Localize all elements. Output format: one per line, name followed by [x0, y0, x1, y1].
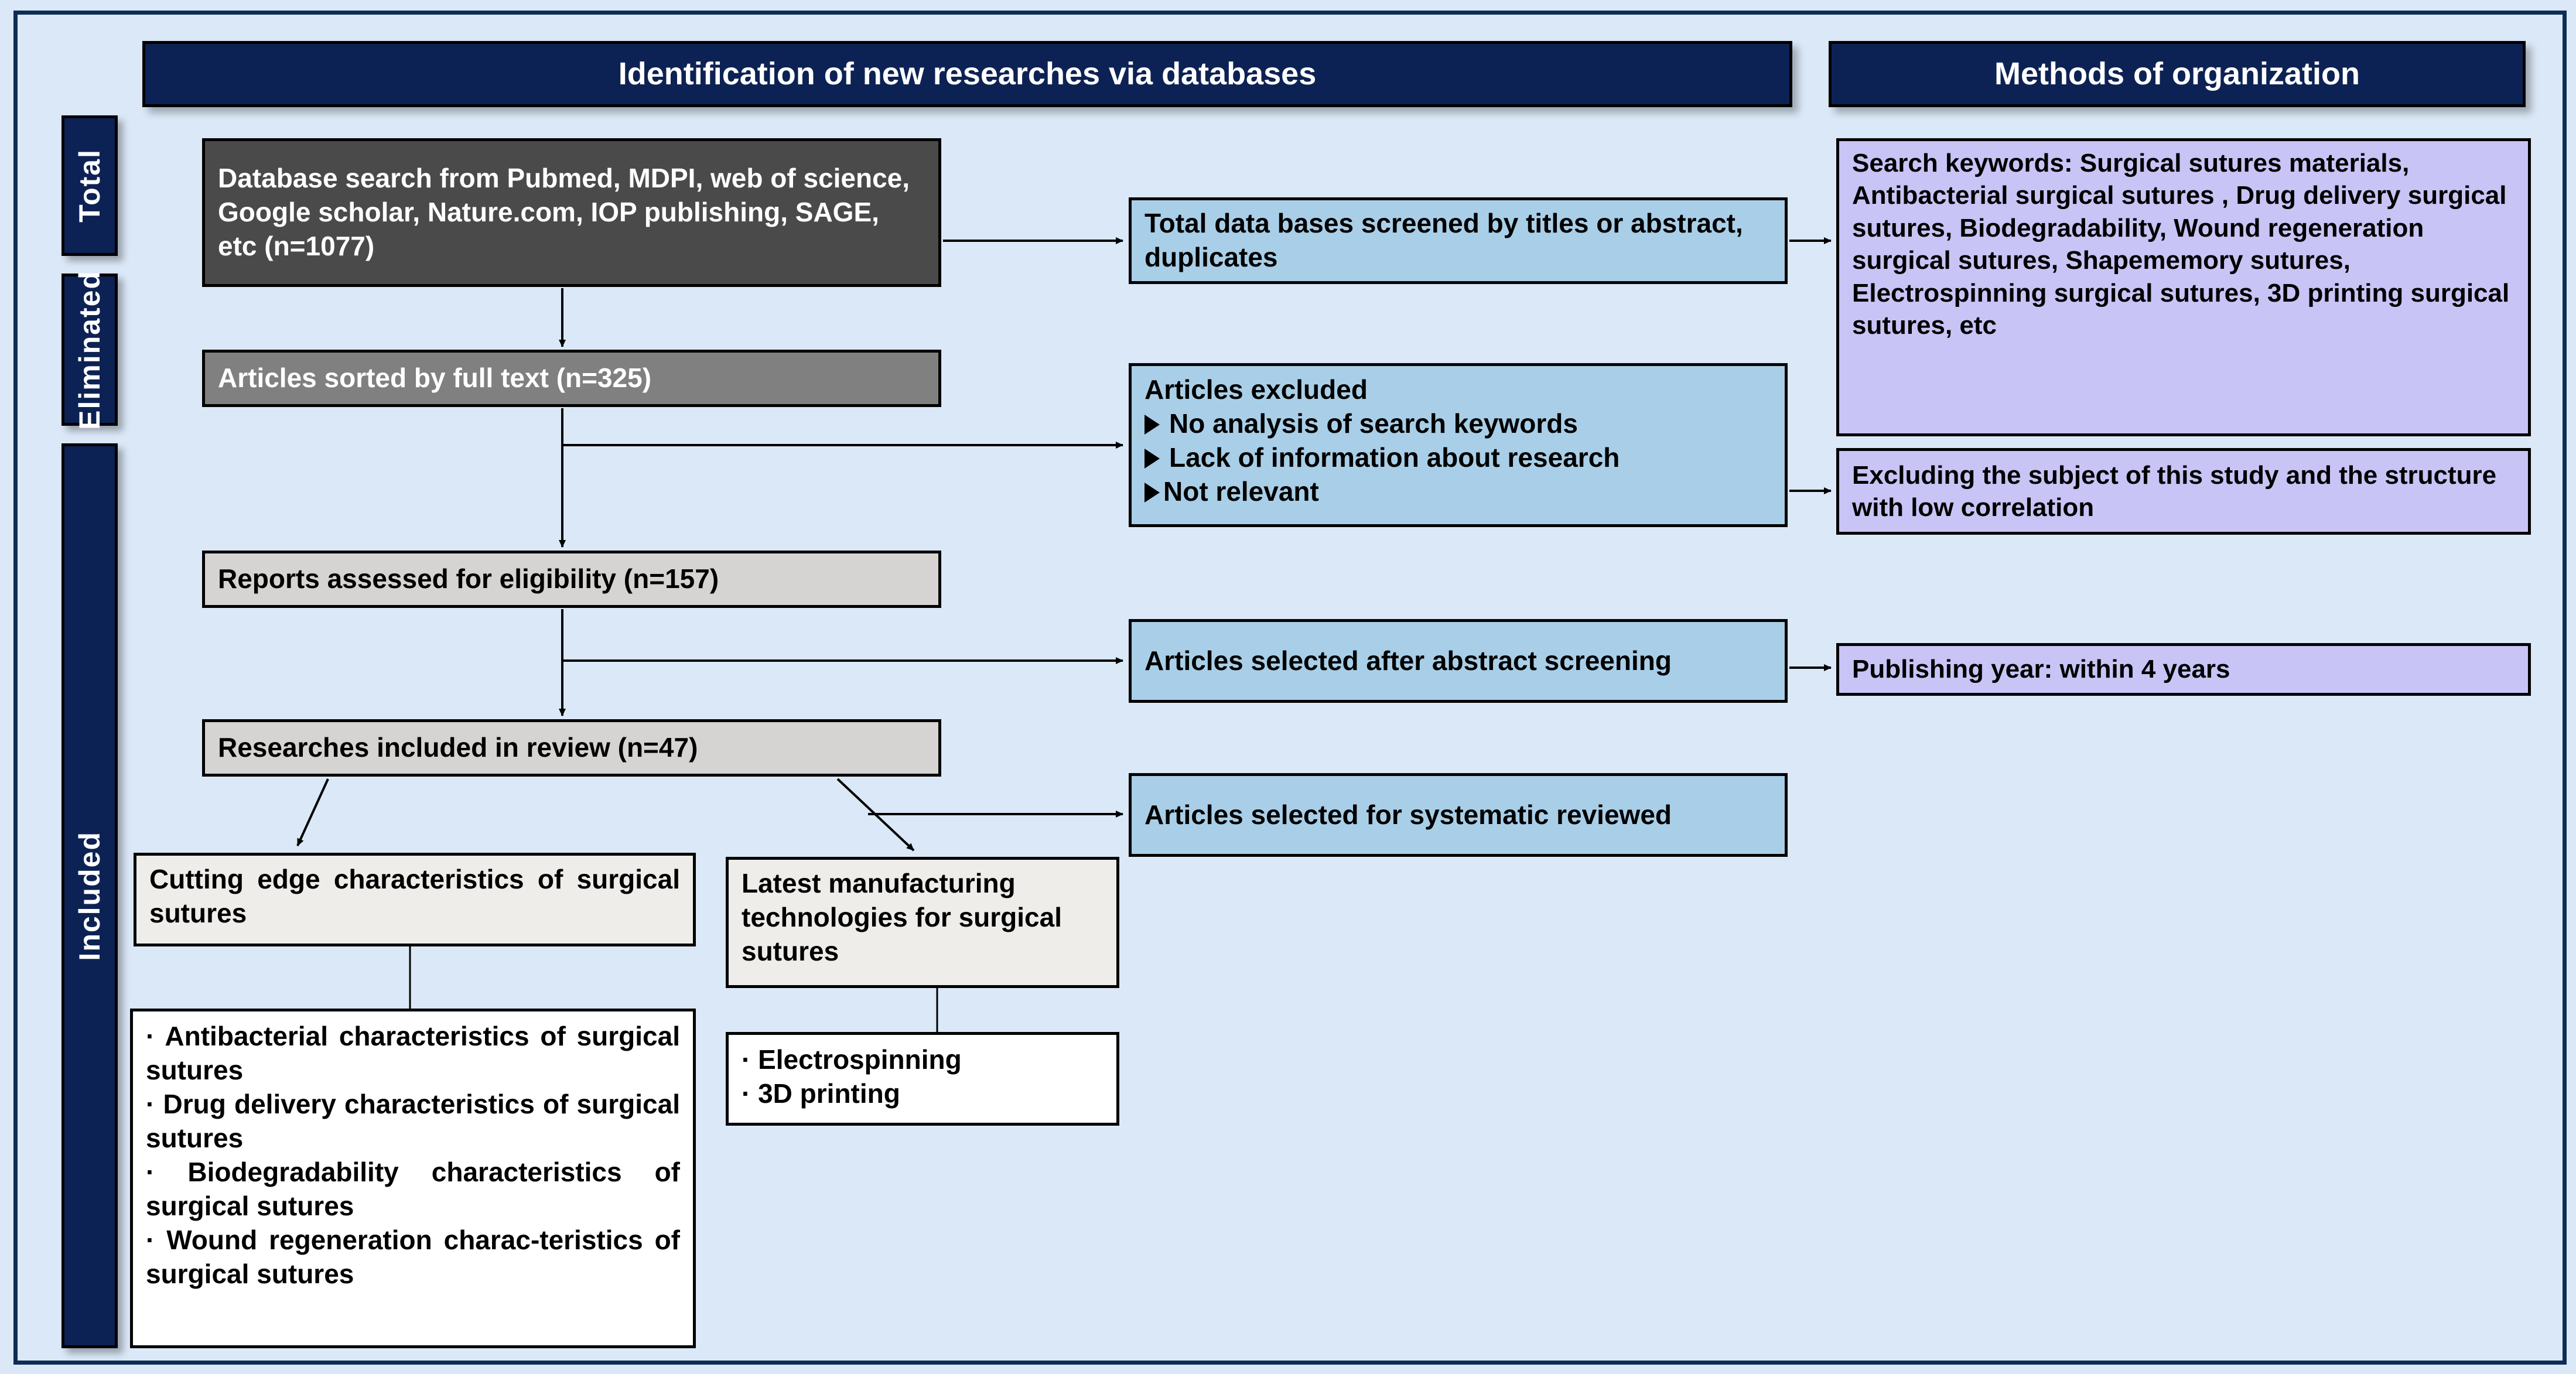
triangle-bullet-icon [1144, 414, 1160, 435]
triangle-bullet-icon [1144, 482, 1160, 503]
box-articles-sorted-label: Articles sorted by full text (n=325) [218, 363, 652, 394]
excluded-item-2: Not relevant [1144, 475, 1772, 509]
box-manufacturing-title: Latest manufacturing technologies for su… [726, 857, 1119, 988]
box-articles-sorted: Articles sorted by full text (n=325) [202, 350, 941, 407]
box-cutting-edge-title-label: Cutting edge characteristics of surgical… [149, 864, 680, 928]
box-cutting-edge-title: Cutting edge characteristics of surgical… [134, 853, 696, 946]
box-systematic-review: Articles selected for systematic reviewe… [1129, 773, 1788, 857]
excluded-item-0: No analysis of search keywords [1144, 407, 1772, 441]
box-manufacturing-items-label: · Electrospinning · 3D printing [742, 1044, 962, 1109]
excluded-item-0-label: No analysis of search keywords [1169, 408, 1578, 439]
stage-label-eliminated: Eliminated [62, 270, 118, 429]
box-after-abstract: Articles selected after abstract screeni… [1129, 619, 1788, 703]
header-methods-label: Methods of organization [1994, 56, 2360, 92]
box-cutting-edge-items: · Antibacterial characteristics of surgi… [130, 1009, 696, 1348]
box-reports-eligibility: Reports assessed for eligibility (n=157) [202, 551, 941, 608]
header-identification: Identification of new researches via dat… [142, 41, 1792, 107]
box-excluding-subject-label: Excluding the subject of this study and … [1852, 460, 2497, 522]
box-databases-screened-label: Total data bases screened by titles or a… [1144, 208, 1743, 272]
excluded-item-2-label: Not relevant [1163, 476, 1319, 507]
excluded-item-1-label: Lack of information about research [1169, 442, 1620, 473]
excluded-item-1: Lack of information about research [1144, 441, 1772, 475]
box-manufacturing-items: · Electrospinning · 3D printing [726, 1032, 1119, 1126]
box-databases-screened: Total data bases screened by titles or a… [1129, 197, 1788, 284]
box-publishing-year-label: Publishing year: within 4 years [1852, 655, 2230, 684]
box-articles-excluded-title: Articles excluded [1144, 374, 1368, 405]
header-identification-label: Identification of new researches via dat… [618, 56, 1317, 92]
box-included-review-label: Researches included in review (n=47) [218, 732, 698, 763]
box-manufacturing-title-label: Latest manufacturing technologies for su… [742, 868, 1062, 966]
box-search-keywords-label: Search keywords: Surgical sutures materi… [1852, 149, 2510, 340]
box-cutting-edge-items-label: · Antibacterial characteristics of surgi… [146, 1021, 680, 1289]
box-search-keywords: Search keywords: Surgical sutures materi… [1836, 138, 2531, 436]
box-database-search: Database search from Pubmed, MDPI, web o… [202, 138, 941, 287]
header-methods: Methods of organization [1829, 41, 2526, 107]
box-database-search-label: Database search from Pubmed, MDPI, web o… [218, 163, 910, 261]
stage-label-included: Included [62, 443, 118, 1348]
box-publishing-year: Publishing year: within 4 years [1836, 643, 2531, 696]
triangle-bullet-icon [1144, 448, 1160, 469]
box-included-review: Researches included in review (n=47) [202, 719, 941, 777]
box-after-abstract-label: Articles selected after abstract screeni… [1144, 645, 1672, 676]
stage-label-total: Total [62, 115, 118, 256]
box-articles-excluded: Articles excluded No analysis of search … [1129, 363, 1788, 527]
box-excluding-subject: Excluding the subject of this study and … [1836, 448, 2531, 535]
box-systematic-review-label: Articles selected for systematic reviewe… [1144, 799, 1672, 830]
box-reports-eligibility-label: Reports assessed for eligibility (n=157) [218, 563, 719, 594]
